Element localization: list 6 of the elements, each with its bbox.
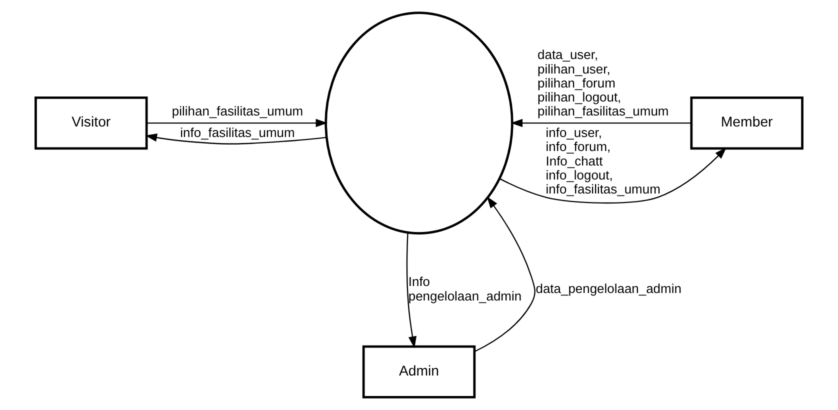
edge-label: Info pengelolaan_admin	[408, 274, 522, 304]
edge-label: info_user, info_forum, Info_chatt info_logout, info_fasilitas_umum	[546, 124, 660, 197]
edge-label: data_pengelolaan_admin	[536, 281, 682, 296]
edge-label: pilihan_fasilitas_umum	[172, 104, 304, 119]
edge-label: data_user, pilihan_user, pilihan_forum pilihan_logout, pilihan_fasilitas_umum	[538, 47, 669, 119]
edge-label: info_fasilitas_umum	[180, 124, 295, 140]
